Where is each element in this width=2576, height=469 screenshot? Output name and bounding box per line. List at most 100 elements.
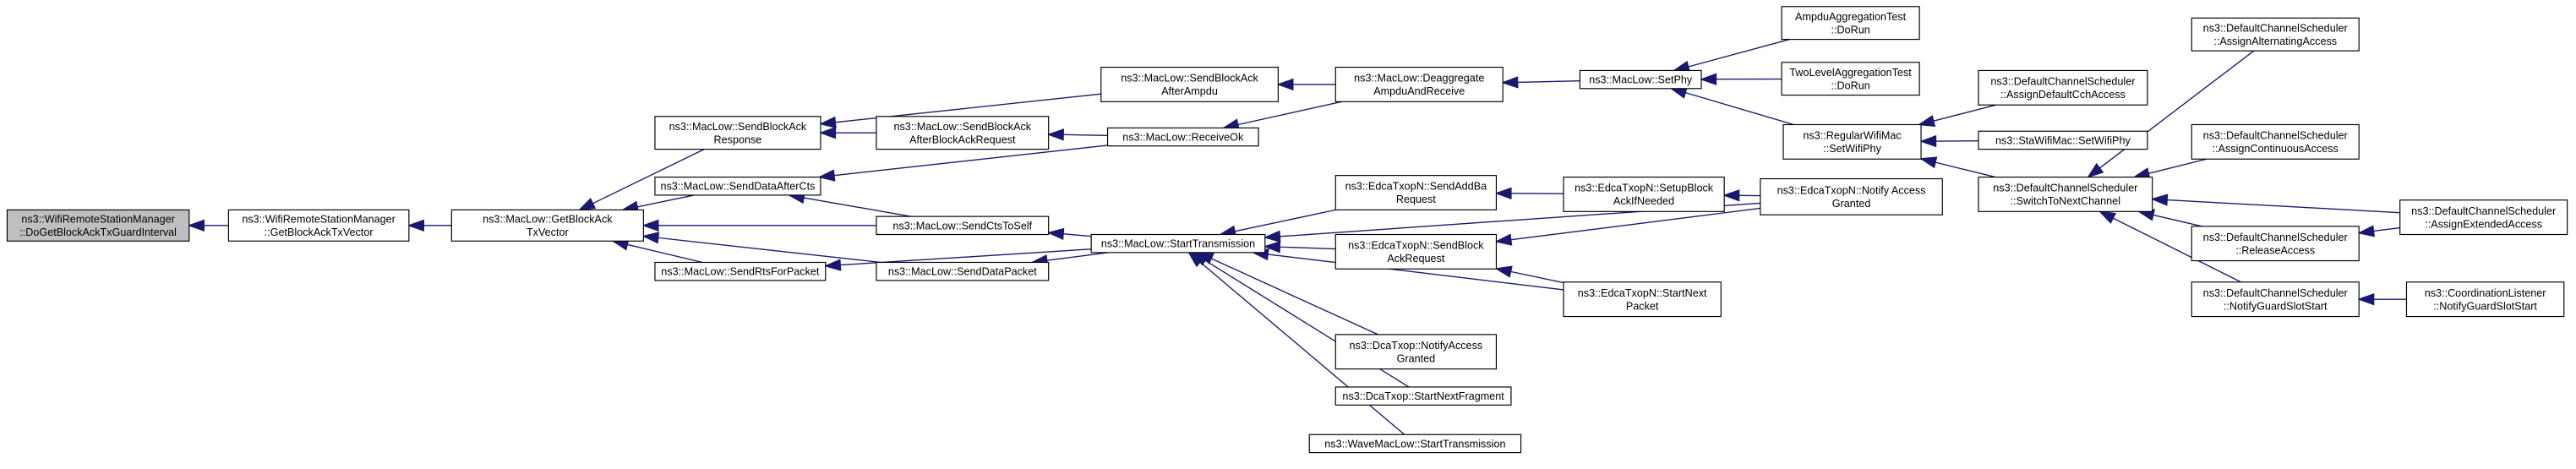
arrowhead-icon — [1263, 241, 1281, 254]
function-node[interactable]: ns3::MacLow::SetPhy — [1579, 69, 1702, 90]
node-label-line: ns3::DefaultChannelScheduler — [2203, 287, 2348, 299]
node-label-line: ns3::CoordinationListener — [2425, 287, 2546, 299]
arrowhead-icon — [1494, 187, 1512, 199]
node-label-line: ns3::EdcaTxopN::SetupBlock — [1575, 183, 1714, 194]
node-label-line: AmpduAndReceive — [1373, 85, 1465, 97]
arrowhead-icon — [1919, 134, 1937, 148]
node-label-line: ::DoGetBlockAckTxGuardInterval — [19, 226, 177, 238]
node-label-line: ns3::MacLow::Deaggregate — [1354, 73, 1484, 85]
arrowhead-icon — [817, 169, 836, 182]
function-node[interactable]: ns3::MacLow::SendCtsToSelf — [876, 215, 1050, 236]
call-edge-n9-to-n3 — [818, 127, 876, 139]
function-node[interactable]: AmpduAggregationTest::DoRun — [1781, 6, 1920, 41]
call-edge-n23-to-n19 — [2150, 194, 2400, 214]
call-edge-n20-to-n19 — [2086, 50, 2255, 178]
function-node[interactable]: ns3::RegularWifiMac::SetWifiPhy — [1782, 123, 1922, 160]
call-edge-n14-to-n13 — [1672, 38, 1790, 73]
function-node[interactable]: ns3::DefaultChannelScheduler::NotifyGuar… — [2191, 281, 2360, 318]
node-label-line: ns3::MacLow::SendDataAfterCts — [660, 181, 815, 193]
arrowhead-icon — [2086, 162, 2104, 178]
node-label-line: ns3::MacLow::SendBlockAck — [669, 121, 807, 133]
function-node[interactable]: ns3::WaveMacLow::StartTransmission — [1308, 434, 1522, 454]
node-label-line: Granted — [1397, 352, 1436, 364]
call-edge-n21-to-n19 — [2132, 158, 2207, 180]
node-box — [1978, 130, 2148, 150]
edge-line — [2098, 50, 2255, 169]
call-edge-n24-to-n19 — [2098, 210, 2241, 283]
edge-line — [1063, 233, 1092, 237]
function-node[interactable]: ns3::DefaultChannelScheduler::AssignCont… — [2191, 123, 2360, 160]
node-box — [1334, 175, 1498, 210]
arrowhead-icon — [818, 127, 837, 139]
call-edge-n15-to-n13 — [1699, 73, 1782, 85]
arrowhead-icon — [1669, 87, 1688, 99]
node-label-line: ns3::MacLow::SetPhy — [1589, 74, 1693, 86]
node-label-line: ns3::DefaultChannelScheduler — [1990, 76, 2135, 88]
function-node[interactable]: TwoLevelAggregationTest::DoRun — [1781, 62, 1920, 96]
node-label-line: AmpduAggregationTest — [1795, 11, 1907, 23]
function-node[interactable]: ns3::DefaultChannelScheduler::AssignAlte… — [2191, 17, 2360, 52]
node-box — [1334, 233, 1498, 270]
node-box — [2191, 226, 2360, 262]
call-edge-n12-to-n5 — [1046, 227, 1092, 240]
function-node[interactable]: ns3::MacLow::StartTransmission — [1090, 233, 1266, 254]
function-node[interactable]: ns3::DefaultChannelScheduler::ReleaseAcc… — [2191, 226, 2360, 262]
node-box — [1760, 177, 1943, 215]
function-node[interactable]: ns3::WifiRemoteStationManager::GetBlockA… — [227, 209, 410, 242]
node-label-line: ::SwitchToNextChannel — [2011, 195, 2120, 207]
node-label-line: TxVector — [527, 226, 569, 238]
node-label-line: ns3::WaveMacLow::StartTransmission — [1324, 438, 1505, 450]
edge-line — [2373, 226, 2400, 232]
arrowhead-icon — [187, 219, 205, 232]
function-node[interactable]: ns3::MacLow::SendDataAfterCts — [654, 176, 821, 196]
edge-line — [592, 148, 705, 205]
arrowhead-icon — [1722, 189, 1740, 202]
node-label-line: ns3::DefaultChannelScheduler — [2203, 22, 2348, 34]
call-edge-n6-to-n2 — [641, 232, 881, 264]
edge-line — [1211, 258, 1378, 335]
function-node[interactable]: ns3::MacLow::SendBlockAckAfterBlockAckRe… — [876, 116, 1050, 150]
node-label-line: AckRequest — [1387, 253, 1444, 264]
function-node[interactable]: ns3::DcaTxop::StartNextFragment — [1334, 386, 1512, 406]
node-label-line: AfterAmpdu — [1161, 85, 1218, 97]
call-edge-n25-to-n24 — [2357, 292, 2407, 306]
edge-line — [626, 243, 703, 264]
function-node[interactable]: ns3::MacLow::ReceiveOk — [1106, 127, 1259, 147]
call-edge-n29-to-n12 — [1263, 241, 1336, 254]
arrowhead-icon — [641, 232, 660, 244]
function-node[interactable]: ns3::DefaultChannelScheduler::AssignDefa… — [1978, 69, 2148, 106]
node-label-line: ::AssignDefaultCchAccess — [2000, 89, 2126, 101]
node-label-line: ns3::DefaultChannelScheduler — [1993, 183, 2137, 194]
call-edge-n33-to-n12 — [1187, 251, 1405, 435]
node-box — [1334, 334, 1498, 370]
edge-line — [1935, 161, 1996, 178]
function-node[interactable]: ns3::DefaultChannelScheduler::AssignExte… — [2399, 199, 2568, 236]
function-node[interactable]: ns3::MacLow::GetBlockAckTxVector — [450, 209, 644, 242]
function-node[interactable]: ns3::StaWifiMac::SetWifiPhy — [1978, 130, 2148, 150]
edge-line — [1237, 101, 1342, 126]
node-label-line: ns3::DcaTxop::StartNextFragment — [1342, 390, 1504, 402]
node-label-line: ::ReleaseAccess — [2235, 244, 2315, 256]
node-label-line: ns3::MacLow::SendBlockAck — [1121, 73, 1258, 85]
node-label-line: ns3::StaWifiMac::SetWifiPhy — [1995, 134, 2131, 146]
arrowhead-icon — [1699, 73, 1717, 85]
node-label-line: ns3::DcaTxop::NotifyAccess — [1350, 340, 1483, 352]
arrowhead-icon — [577, 198, 597, 211]
function-node[interactable]: ns3::MacLow::SendDataPacket — [876, 261, 1050, 281]
node-box — [2405, 281, 2565, 318]
call-edge-n12-to-n7 — [823, 248, 1092, 271]
arrowhead-icon — [641, 219, 659, 232]
function-node[interactable]: ns3::MacLow::SendRtsForPacket — [654, 261, 827, 281]
arrowhead-icon — [1276, 78, 1294, 91]
function-node[interactable]: ns3::CoordinationListener::NotifyGuardSl… — [2405, 281, 2565, 318]
function-node[interactable]: ns3::DefaultChannelScheduler::SwitchToNe… — [1978, 176, 2153, 212]
